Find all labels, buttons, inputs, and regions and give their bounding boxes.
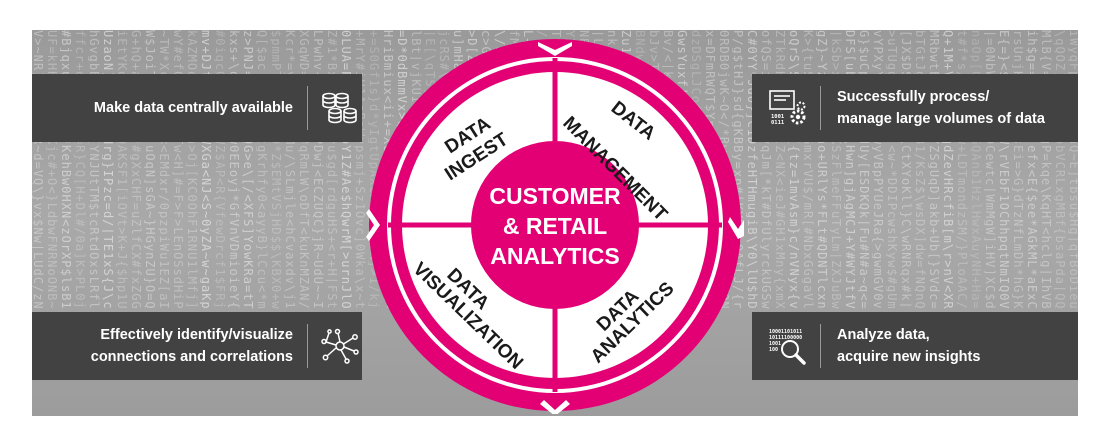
- network-icon: [318, 326, 362, 366]
- box-separator: [307, 86, 308, 130]
- svg-text:0111: 0111: [771, 120, 785, 126]
- box-analyze-data: 10001101011 10111100000 1001 100 Analyze…: [752, 312, 1078, 380]
- ring-chevron-left: [366, 209, 380, 241]
- box-text-process-large-volumes: Successfully process/manage large volume…: [837, 88, 1045, 127]
- svg-text:100: 100: [769, 347, 778, 353]
- box-separator: [820, 86, 821, 130]
- center-text-line2: & RETAIL: [503, 213, 607, 239]
- data-processing-icon: 1001 0111: [766, 88, 810, 128]
- database-icon: [318, 88, 362, 128]
- svg-text:1001: 1001: [769, 341, 781, 347]
- box-text-analyze-data: Analyze data,acquire new insights: [837, 326, 981, 365]
- box-process-large-volumes: 1001 0111 Successfully process/manage la…: [752, 74, 1078, 142]
- box-make-data-available: Make data centrally available: [32, 74, 362, 142]
- svg-text:10111100000: 10111100000: [769, 335, 802, 341]
- center-circle: [471, 141, 639, 309]
- ring-chevron-bottom: [540, 400, 570, 414]
- ring-chevron-top: [538, 42, 572, 56]
- box-separator: [307, 324, 308, 368]
- binary-search-icon: 10001101011 10111100000 1001 100: [766, 326, 810, 366]
- center-text-line3: ANALYTICS: [490, 243, 620, 269]
- analytics-cycle-diagram: CUSTOMER & RETAIL ANALYTICS DATA INGEST …: [366, 39, 744, 414]
- center-text-line1: CUSTOMER: [489, 183, 621, 209]
- binary-code-column: iWyqFpA=DGQeThQ~E]tbsu$Hg|qfBoDieu: [1068, 30, 1078, 310]
- box-text-make-data-available: Make data centrally available: [93, 99, 293, 116]
- ring-chevron-right: [728, 217, 744, 239]
- svg-text:10001101011: 10001101011: [769, 329, 802, 335]
- svg-text:1001: 1001: [771, 114, 785, 120]
- box-separator: [820, 324, 821, 368]
